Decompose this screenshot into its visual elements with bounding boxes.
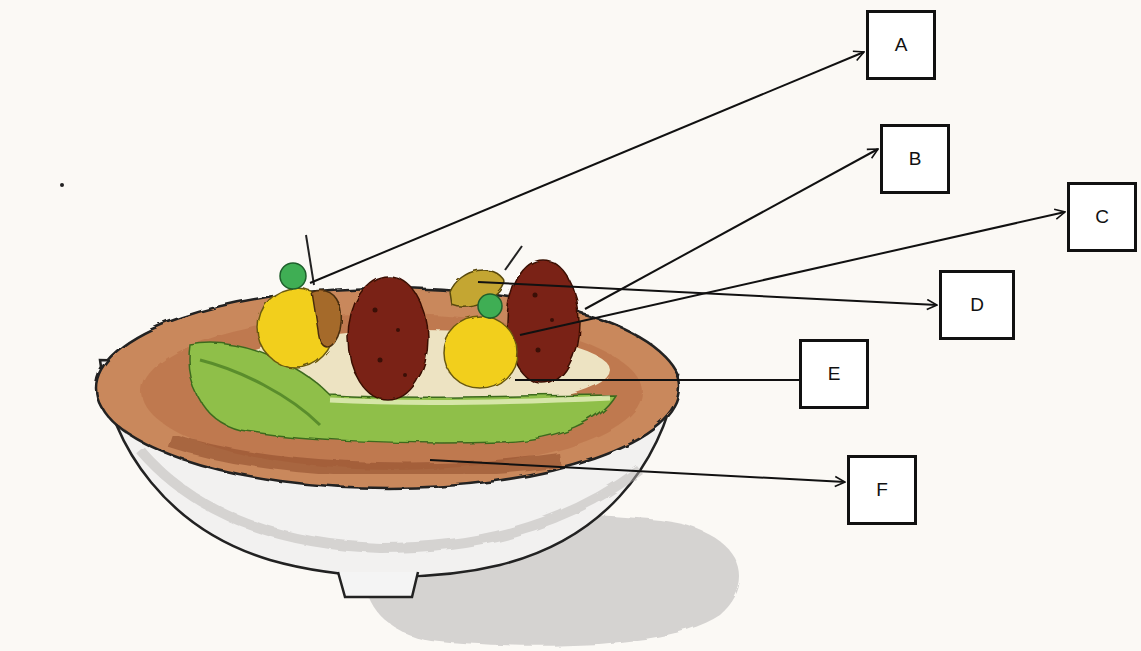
callout-box: C <box>1067 182 1137 252</box>
fruit-leaf <box>478 294 502 318</box>
leader-line <box>478 282 937 305</box>
callout-letter: E <box>828 363 841 385</box>
bowl-inner-shade <box>170 440 560 470</box>
fruit-stem <box>306 235 314 285</box>
leaf-highlight <box>330 398 610 403</box>
callout-letter: B <box>909 148 922 170</box>
callout-letter: D <box>970 294 984 316</box>
callout-box: D <box>939 270 1015 340</box>
leader-lines <box>310 52 1065 482</box>
leaf-vein <box>200 360 320 425</box>
fruit-speckles <box>373 293 555 378</box>
yellow-fruit <box>443 316 517 388</box>
brown-fruit <box>507 260 579 384</box>
paper-dot <box>60 183 64 187</box>
callout-box: A <box>866 10 936 80</box>
callout-letter: A <box>895 34 908 56</box>
leader-line <box>310 52 864 283</box>
fruit-stem <box>505 246 522 270</box>
brown-fruit <box>348 276 428 400</box>
callout-letter: F <box>876 479 888 501</box>
leader-line <box>430 460 845 482</box>
bowl-foot <box>338 572 418 597</box>
callout-box: E <box>799 339 869 409</box>
leader-line <box>515 379 799 381</box>
callout-box: F <box>847 455 917 525</box>
callout-letter: C <box>1095 206 1109 228</box>
fruit-leaf <box>280 263 306 289</box>
callout-box: B <box>880 124 950 194</box>
nut-cluster <box>312 291 341 347</box>
leader-line <box>585 149 878 309</box>
